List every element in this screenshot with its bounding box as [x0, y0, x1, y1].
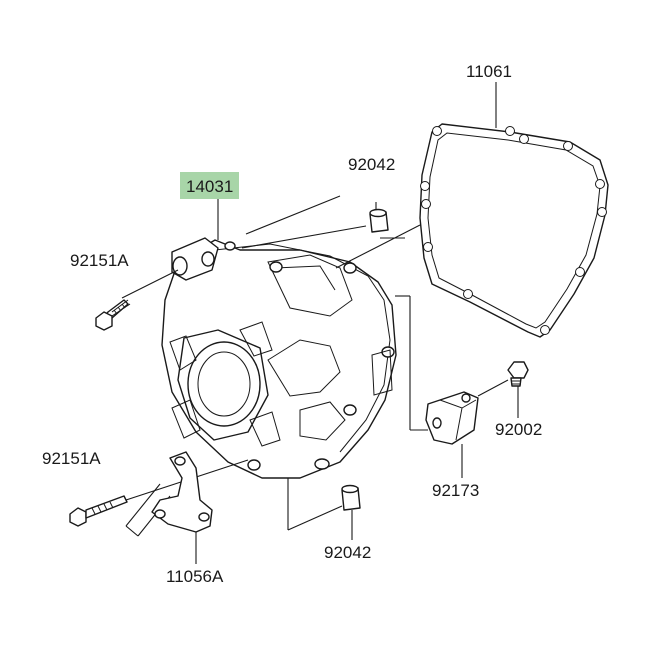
- bracket-92173[interactable]: [425, 391, 479, 445]
- leader-bolt-top: [121, 269, 179, 299]
- leader-cover-top-a: [245, 195, 341, 235]
- leader-dowel-bottom-b: [287, 505, 343, 531]
- label-11056A[interactable]: 11056A: [166, 567, 224, 586]
- label-92173[interactable]: 92173: [432, 481, 479, 500]
- bracket-11056A[interactable]: [151, 451, 213, 533]
- gasket-11061[interactable]: [419, 123, 609, 338]
- label-92002[interactable]: 92002: [495, 420, 542, 439]
- leader-bolt-bracket-b: [125, 525, 139, 537]
- generator-cover-14031[interactable]: [161, 237, 397, 479]
- label-92042-bottom[interactable]: 92042: [324, 543, 371, 562]
- dowel-92042-top[interactable]: [369, 208, 389, 233]
- bolt-92002[interactable]: [507, 361, 529, 387]
- leader-bracket-bolt: [477, 379, 509, 397]
- leader-cover-top-b: [241, 225, 367, 249]
- leader-bolt-bracket-a: [125, 483, 161, 527]
- highlight-box-14031: [180, 172, 239, 199]
- label-92151A-bottom[interactable]: 92151A: [42, 449, 101, 468]
- dowel-92042-bottom[interactable]: [341, 484, 361, 511]
- label-11061[interactable]: 11061: [466, 62, 512, 81]
- bolt-92151A-bottom[interactable]: [69, 495, 128, 527]
- leader-cover-gasket: [335, 224, 421, 269]
- label-14031[interactable]: 14031: [186, 177, 233, 196]
- label-92042-top[interactable]: 92042: [348, 155, 395, 174]
- bolt-92151A-top[interactable]: [95, 299, 131, 331]
- label-92151A-top[interactable]: 92151A: [70, 251, 129, 270]
